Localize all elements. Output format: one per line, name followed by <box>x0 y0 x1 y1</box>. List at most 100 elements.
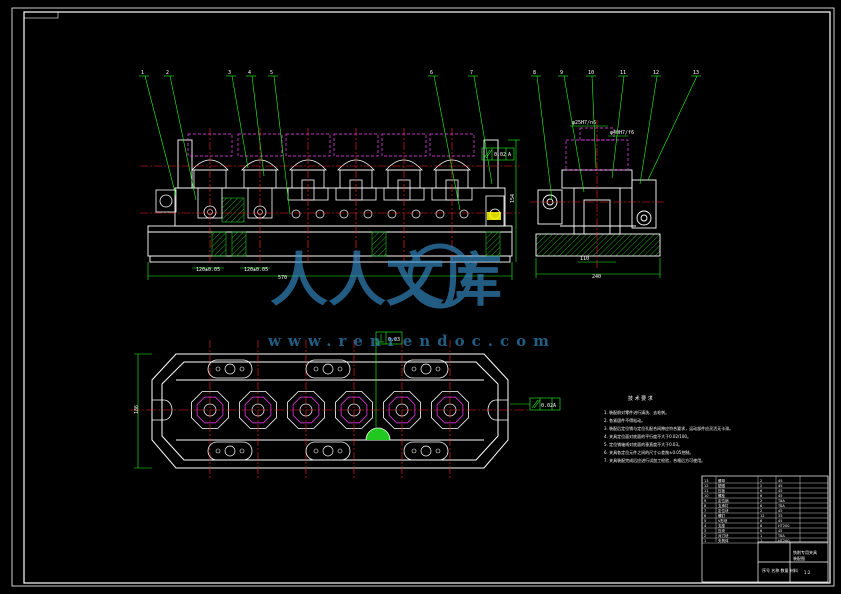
front-station <box>381 128 427 262</box>
bom-cell: 9 <box>704 499 706 503</box>
note-line: 1. 装配前对零件进行清洗、去毛刺。 <box>604 409 669 415</box>
part-leader: 13 <box>647 70 701 181</box>
bom-cell: 支座 <box>718 523 726 528</box>
bom-cell: 对刀块 <box>718 533 729 538</box>
watermark: 人人文库 www.renrendoc.com <box>267 243 556 350</box>
top-clamp-stations <box>191 340 469 480</box>
front-station <box>187 128 233 262</box>
bom-cell: 垫圈 <box>718 483 726 488</box>
part-number: 5 <box>270 70 273 76</box>
bom-cell: 45 <box>778 519 782 523</box>
dim-side-top: φ25H7/n6 <box>572 120 596 126</box>
part-leader: 4 <box>246 70 265 177</box>
bom-cell: 支承钉 <box>718 503 729 508</box>
part-number: 4 <box>248 70 251 76</box>
bom-cell: 螺栓 <box>718 493 726 498</box>
tolerance-frame-top <box>375 331 561 411</box>
bom-cell: 35 <box>778 514 782 518</box>
part-number: 9 <box>560 70 563 76</box>
note-line: 6. 夹具各定位元件之间的尺寸公差按±0.05控制。 <box>604 449 693 455</box>
bom-cell: 45 <box>778 529 782 533</box>
bom-footer: 序号 名称 数量 材料 <box>762 567 798 573</box>
top-slot <box>207 359 253 379</box>
part-number: 1 <box>141 70 144 76</box>
bom-cell: 4 <box>704 524 707 528</box>
bom-cell: 定位销 <box>718 498 729 503</box>
bom-cell: HT200 <box>778 539 789 543</box>
tol-top-datum: A <box>553 403 556 409</box>
part-leader: 10 <box>586 70 597 169</box>
watermark-url: www.renrendoc.com <box>267 332 556 350</box>
bom-cell: 6 <box>760 494 762 498</box>
bom-cell: 45 <box>778 509 782 513</box>
part-leader: 1 <box>139 70 177 197</box>
bom-cell: HT200 <box>778 524 789 528</box>
note-line: 7. 夹具装配完成后应进行试加工检验，合格后方可使用。 <box>604 457 705 463</box>
bom-cell: 3 <box>704 529 706 533</box>
front-clamp-stations <box>187 128 475 262</box>
part-leader: 3 <box>226 70 249 169</box>
tol-top-value: 0.03 <box>388 337 400 343</box>
bom-cell: 2 <box>760 484 762 488</box>
bom-cell: 45 <box>778 484 782 488</box>
note-line: 3. 装配后定位销与定位孔配合间隙应符合要求，运动部件应灵活无卡滞。 <box>604 425 733 431</box>
note-line: 5. 定位销轴线对底面的垂直度不大于0.03。 <box>604 441 682 447</box>
bom-cell: 1 <box>704 539 706 543</box>
bom-cell: T8A <box>777 534 785 538</box>
bom-cell: 8 <box>704 504 706 508</box>
bom-cell: 13 <box>704 479 708 483</box>
technical-requirements: 技 术 要 求 1. 装配前对零件进行清洗、去毛刺。 2. 各紧固件不得松动。 3.… <box>604 395 733 463</box>
bom-cell: 夹具体 <box>718 538 729 543</box>
bom-cell: 压板 <box>718 488 726 493</box>
part-leader: 5 <box>268 70 291 215</box>
top-slot <box>207 441 253 461</box>
bom-cell: 1 <box>760 534 762 538</box>
bom-cell: 定位块 <box>718 508 729 513</box>
front-station <box>429 128 475 262</box>
top-slot <box>403 359 449 379</box>
bom-cell: 螺母 <box>718 478 726 483</box>
part-number: 2 <box>166 70 169 76</box>
bom-cell: 6 <box>760 529 762 533</box>
watermark-text: 人人文库 <box>270 246 502 314</box>
bom-cell: 6 <box>760 519 762 523</box>
top-clamp-slots <box>207 359 449 461</box>
part-leader: 9 <box>558 70 585 193</box>
bom-cell: 2 <box>760 509 762 513</box>
bom-cell: 压块 <box>718 528 726 533</box>
dim-side-top2: φ40H7/f6 <box>610 130 634 136</box>
bom-cell: 2 <box>760 499 762 503</box>
front-station <box>285 128 331 262</box>
top-slot <box>305 441 351 461</box>
part-leader: 7 <box>468 70 493 185</box>
tol-front-datum: A <box>508 152 511 158</box>
top-view: 186 0.03 0.02 A <box>130 331 561 480</box>
tol-top-value2: 0.02 <box>541 403 553 409</box>
bom-cell: 1 <box>760 539 762 543</box>
part-number: 3 <box>228 70 231 76</box>
dim-side-base: 110 <box>580 256 589 262</box>
part-leader: 6 <box>428 70 461 211</box>
notes-title: 技 术 要 求 <box>628 395 653 402</box>
bom-cell: 6 <box>760 504 762 508</box>
part-number: 12 <box>653 70 659 76</box>
top-slot <box>403 441 449 461</box>
bom-cell: 10 <box>704 494 708 498</box>
bom-cell: 45 <box>778 494 782 498</box>
part-number: 8 <box>533 70 536 76</box>
top-slot <box>305 359 351 379</box>
drawing-scale: 1:2 <box>804 570 811 575</box>
tol-front-value: 0.02 <box>494 152 506 158</box>
front-view: 570 120±0.05 120±0.05 154 0.02 A <box>140 128 520 281</box>
drawing-name-2: 装配图 <box>793 555 805 561</box>
bom-cell: 11 <box>704 489 708 493</box>
drawing-frame <box>11 7 835 587</box>
note-line: 2. 各紧固件不得松动。 <box>604 417 645 423</box>
drawing-name: 铣削专用夹具 <box>793 549 817 555</box>
part-leader: 12 <box>639 70 661 185</box>
bom-cell: 6 <box>760 524 762 528</box>
